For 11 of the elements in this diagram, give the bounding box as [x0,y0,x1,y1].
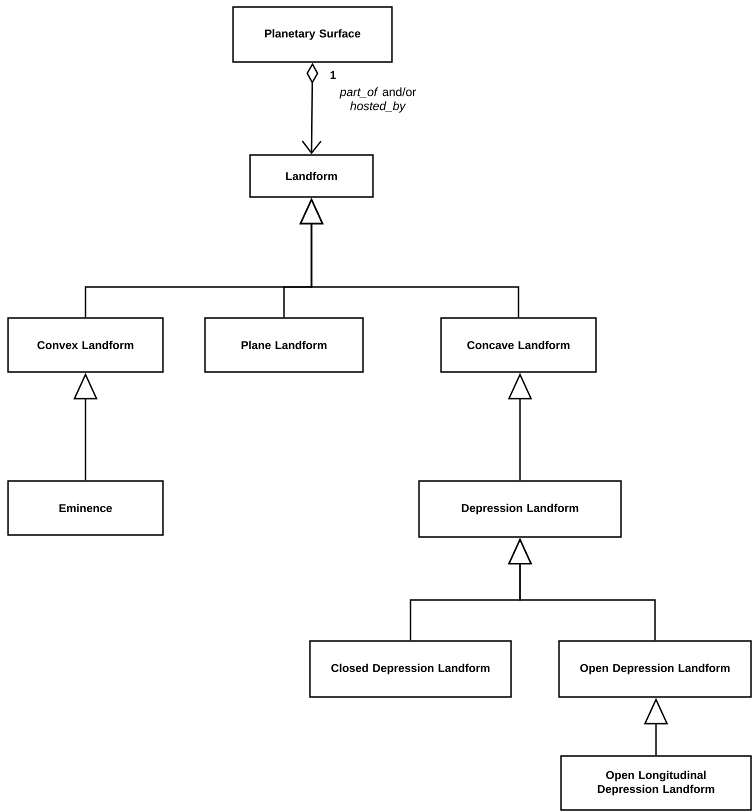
class-box: Landform [249,154,374,198]
class-box: Open Depression Landform [558,640,752,698]
class-box: Depression Landform [418,480,622,538]
class-box: Plane Landform [204,317,364,373]
class-box: Convex Landform [7,317,164,373]
class-box: Open Longitudinal Depression Landform [560,755,752,811]
class-box: Planetary Surface [232,6,393,63]
class-box: Concave Landform [440,317,597,373]
edge-label: part_of and/or hosted_by [340,87,416,113]
class-box: Eminence [7,480,164,536]
class-box: Closed Depression Landform [309,640,512,698]
